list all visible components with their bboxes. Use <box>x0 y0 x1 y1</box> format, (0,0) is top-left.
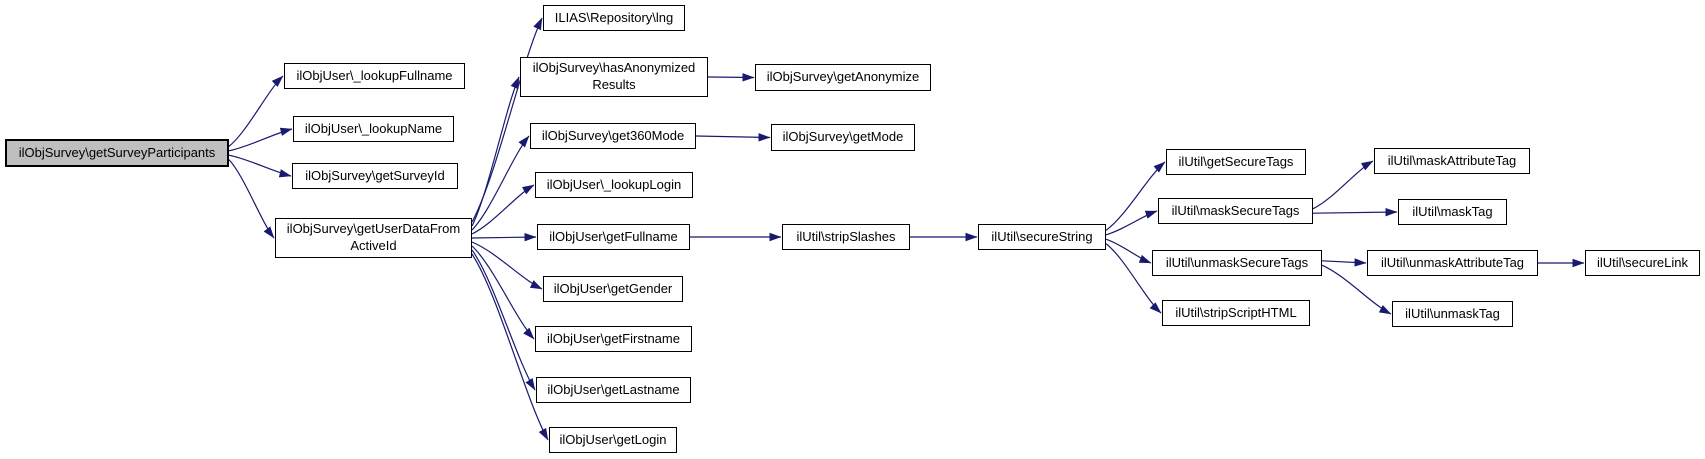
graph-node-getMode[interactable]: ilObjSurvey\getMode <box>771 124 915 151</box>
graph-node-label: ilObjSurvey\getSurveyId <box>305 167 445 183</box>
graph-node-getFullname[interactable]: ilObjUser\getFullname <box>537 224 690 250</box>
graph-node-label: ilUtil\secureLink <box>1596 254 1689 270</box>
graph-node-getGender[interactable]: ilObjUser\getGender <box>543 276 683 302</box>
graph-node-label: ilObjUser\getFullname <box>549 228 678 244</box>
graph-node-secureString[interactable]: ilUtil\secureString <box>978 224 1106 250</box>
graph-node-secureLink[interactable]: ilUtil\secureLink <box>1585 250 1700 276</box>
graph-node-label: Results <box>592 77 636 92</box>
graph-edge-getUserData-to-hasAnonymized <box>471 76 520 227</box>
graph-node-label: ilUtil\unmaskTag <box>1405 305 1500 321</box>
graph-node-label: ilObjSurvey\getAnonymize <box>766 69 920 85</box>
graph-node-label: ilObjUser\getFirstname <box>547 330 680 346</box>
graph-node-label: ilObjSurvey\getSurveyParticipants <box>18 144 216 160</box>
graph-node-label: ilObjSurvey\hasAnonymized <box>532 60 696 76</box>
graph-edge-getUserData-to-getGender <box>471 241 543 290</box>
graph-node-unmaskTag[interactable]: ilUtil\unmaskTag <box>1392 301 1513 327</box>
graph-node-unmaskAttributeTag[interactable]: ilUtil\unmaskAttributeTag <box>1367 250 1538 276</box>
graph-edge-hasAnonymized-to-getAnonymize <box>707 73 755 82</box>
graph-node-label: ilObjUser\_lookupFullname <box>296 67 453 83</box>
graph-node-label: ilUtil\maskAttributeTag <box>1387 152 1517 168</box>
graph-node-label: ilObjSurvey\getMode <box>782 129 904 145</box>
graph-node-label: ilObjUser\_lookupName <box>304 120 443 136</box>
graph-node-label: ilObjSurvey\get360Mode <box>541 127 685 143</box>
graph-edge-getUserData-to-getFirstname <box>471 245 535 340</box>
graph-edge-getUserData-to-lookupLogin <box>471 184 535 235</box>
graph-node-stripSlashes[interactable]: ilUtil\stripSlashes <box>782 224 910 250</box>
graph-node-unmaskSecureTags[interactable]: ilUtil\unmaskSecureTags <box>1152 250 1322 276</box>
graph-node-getAnonymize[interactable]: ilObjSurvey\getAnonymize <box>755 64 931 91</box>
graph-node-lookupFullname[interactable]: ilObjUser\_lookupFullname <box>284 63 465 89</box>
graph-edge-getUserData-to-getLastname <box>471 249 536 391</box>
graph-node-lng[interactable]: ILIAS\Repository\lng <box>543 5 685 31</box>
graph-edge-secureString-to-maskSecureTags <box>1105 210 1158 236</box>
graph-edge-unmaskSecureTags-to-unmaskAttributeTag <box>1321 258 1367 267</box>
graph-node-getSurveyId[interactable]: ilObjSurvey\getSurveyId <box>292 163 458 189</box>
graph-node-maskTag[interactable]: ilUtil\maskTag <box>1398 199 1507 225</box>
graph-edge-unmaskSecureTags-to-unmaskTag <box>1321 264 1392 315</box>
graph-node-label: ilObjUser\getLogin <box>559 431 667 447</box>
graph-edge-participants-to-getUserData <box>228 159 275 239</box>
graph-node-label: ilUtil\stripSlashes <box>796 228 896 244</box>
graph-edge-secureString-to-stripScriptHTML <box>1105 243 1162 314</box>
graph-node-label: ilObjUser\getLastname <box>547 381 680 397</box>
graph-node-lookupLogin[interactable]: ilObjUser\_lookupLogin <box>535 172 693 198</box>
graph-node-stripScriptHTML[interactable]: ilUtil\stripScriptHTML <box>1162 300 1310 326</box>
graph-node-maskSecureTags[interactable]: ilUtil\maskSecureTags <box>1158 198 1313 224</box>
graph-edge-getUserData-to-getFullname <box>471 232 537 242</box>
graph-edge-maskSecureTags-to-maskTag <box>1312 207 1398 217</box>
graph-edge-participants-to-lookupFullname <box>228 75 284 147</box>
graph-node-label: ilObjSurvey\getUserDataFrom <box>286 221 461 237</box>
graph-edge-getUserData-to-lng <box>471 17 543 223</box>
graph-edge-get360Mode-to-getMode <box>695 133 771 142</box>
graph-node-label: ilUtil\getSecureTags <box>1178 153 1294 169</box>
graph-node-label: ilUtil\stripScriptHTML <box>1175 304 1297 320</box>
graph-node-label: ILIAS\Repository\lng <box>554 9 674 25</box>
graph-node-maskAttributeTag[interactable]: ilUtil\maskAttributeTag <box>1374 148 1530 174</box>
graph-node-label: ilUtil\unmaskAttributeTag <box>1380 254 1525 270</box>
graph-node-getLastname[interactable]: ilObjUser\getLastname <box>536 377 691 403</box>
graph-edge-secureString-to-unmaskSecureTags <box>1105 238 1152 264</box>
graph-node-getLogin[interactable]: ilObjUser\getLogin <box>549 427 677 453</box>
graph-node-get360Mode[interactable]: ilObjSurvey\get360Mode <box>530 123 696 149</box>
graph-node-lookupName[interactable]: ilObjUser\_lookupName <box>293 116 454 142</box>
graph-edge-participants-to-getSurveyId <box>228 154 292 178</box>
graph-node-label: ilUtil\maskTag <box>1412 203 1493 219</box>
graph-node-label: ilUtil\maskSecureTags <box>1171 202 1300 218</box>
graph-node-label: ilUtil\secureString <box>991 228 1093 244</box>
graph-edge-getUserData-to-getLogin <box>471 253 549 441</box>
graph-node-label: ilUtil\unmaskSecureTags <box>1165 254 1309 270</box>
graph-node-label: ilObjUser\_lookupLogin <box>546 176 682 192</box>
graph-node-getSecureTags[interactable]: ilUtil\getSecureTags <box>1166 149 1306 175</box>
graph-edge-maskSecureTags-to-maskAttributeTag <box>1312 160 1374 210</box>
graph-edge-secureString-to-getSecureTags <box>1105 161 1166 231</box>
graph-node-getFirstname[interactable]: ilObjUser\getFirstname <box>535 326 692 352</box>
graph-node-label: ilObjUser\getGender <box>553 280 673 296</box>
graph-edge-participants-to-lookupName <box>228 127 293 152</box>
graph-edge-getUserData-to-get360Mode <box>471 135 530 231</box>
graph-node-participants: ilObjSurvey\getSurveyParticipants <box>5 139 229 167</box>
graph-node-label: ActiveId <box>350 238 397 253</box>
